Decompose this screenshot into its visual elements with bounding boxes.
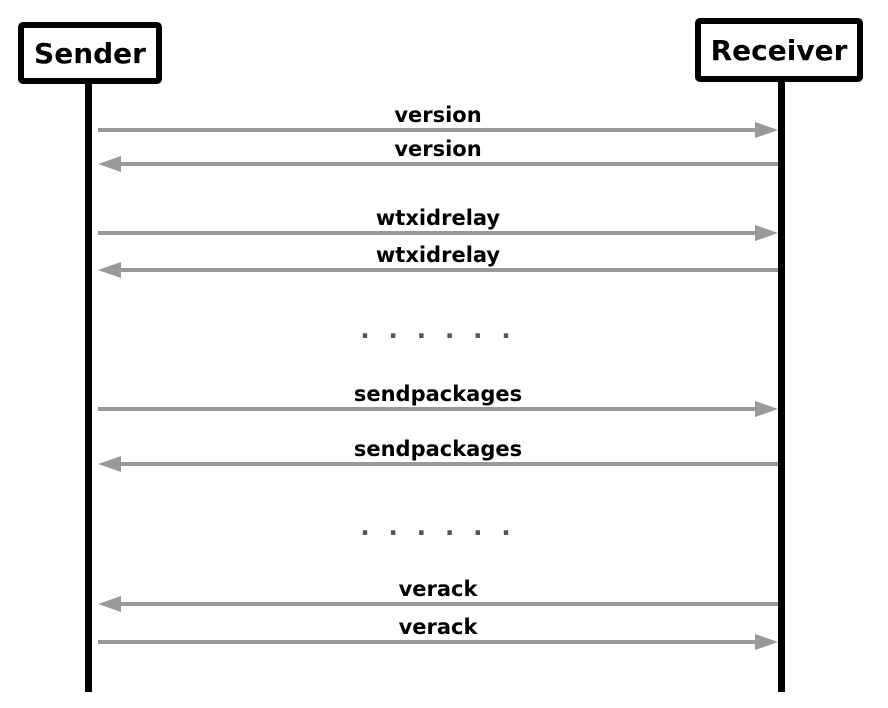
actor-box-sender: Sender (18, 22, 162, 84)
arrowhead-left-icon (98, 156, 121, 172)
message-line (98, 407, 758, 411)
message-label: wtxidrelay (375, 243, 501, 267)
message-label: verack (398, 615, 478, 639)
arrowhead-left-icon (98, 456, 121, 472)
message-line (118, 462, 778, 466)
message-label: version (394, 103, 482, 127)
arrowhead-left-icon (98, 596, 121, 612)
message-label: wtxidrelay (375, 206, 501, 230)
arrowhead-right-icon (755, 225, 778, 241)
message-line (118, 602, 778, 606)
message-label: verack (398, 577, 478, 601)
lifeline-receiver (778, 80, 785, 692)
message-line (118, 162, 778, 166)
message-line (98, 231, 758, 235)
arrowhead-right-icon (755, 634, 778, 650)
actor-receiver-label: Receiver (710, 33, 848, 67)
message-line (98, 128, 758, 132)
lifeline-sender (85, 82, 92, 692)
arrowhead-right-icon (755, 122, 778, 138)
arrowhead-right-icon (755, 401, 778, 417)
message-line (118, 268, 778, 272)
actor-sender-label: Sender (34, 36, 146, 70)
message-label: sendpackages (353, 437, 523, 461)
ellipsis-row: . . . . . . (360, 512, 516, 541)
ellipsis-row: . . . . . . (360, 315, 516, 344)
arrowhead-left-icon (98, 262, 121, 278)
actor-box-receiver: Receiver (695, 18, 863, 82)
message-label: version (394, 137, 482, 161)
message-line (98, 640, 758, 644)
message-label: sendpackages (353, 382, 523, 406)
